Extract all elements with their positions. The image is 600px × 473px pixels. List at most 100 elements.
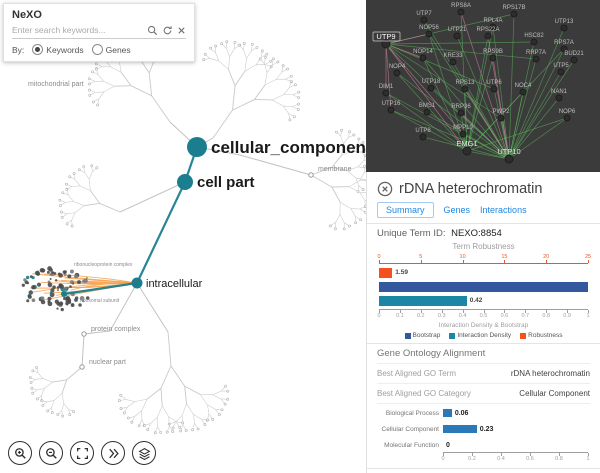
tab-interactions[interactable]: Interactions: [480, 205, 527, 215]
ontology-tree-canvas[interactable]: mitochondrial part membrane protein comple…: [0, 0, 366, 473]
gene-node[interactable]: [382, 89, 390, 97]
tree-term-label[interactable]: ribosomal subunit: [80, 298, 120, 304]
gene-node[interactable]: [560, 24, 568, 32]
radio-genes[interactable]: Genes: [91, 44, 131, 55]
gene-label[interactable]: PWP2: [492, 109, 510, 115]
gene-node[interactable]: [420, 16, 428, 24]
gene-node[interactable]: [490, 85, 498, 93]
table-row: Best Aligned GO Term rDNA heterochromati…: [377, 364, 590, 384]
radio-genes-dot[interactable]: [91, 44, 103, 55]
gene-node[interactable]: [423, 108, 431, 116]
gene-label[interactable]: RRP7A: [526, 50, 546, 56]
gene-node[interactable]: [489, 23, 497, 31]
gene-label[interactable]: UTP5: [553, 63, 569, 69]
gene-node[interactable]: [459, 130, 467, 138]
tree-term-label[interactable]: protein complex: [91, 326, 141, 333]
clear-icon[interactable]: [177, 26, 186, 35]
gene-node[interactable]: [570, 56, 578, 64]
gene-label[interactable]: HSC82: [524, 33, 544, 39]
gene-label[interactable]: MPP10: [453, 125, 473, 131]
gene-node[interactable]: [497, 114, 505, 122]
gene-label[interactable]: UTP21: [448, 27, 467, 33]
gene-node[interactable]: [462, 146, 472, 156]
gene-node[interactable]: [427, 84, 435, 92]
gene-label[interactable]: NOP56: [419, 25, 439, 31]
gene-label[interactable]: UTP9: [376, 32, 395, 41]
gene-label[interactable]: RPS17B: [502, 5, 525, 11]
reset-icon[interactable]: [162, 25, 173, 36]
search-icon[interactable]: [147, 25, 158, 36]
fit-to-screen-button[interactable]: [70, 441, 94, 465]
gene-label[interactable]: NOP6: [559, 109, 576, 115]
layers-button[interactable]: [132, 441, 156, 465]
tree-term-label[interactable]: mitochondrial part: [28, 81, 84, 88]
gene-label[interactable]: RPS22A: [476, 27, 499, 33]
gene-label[interactable]: NOP14: [413, 49, 433, 55]
gene-node[interactable]: [557, 68, 565, 76]
gene-node[interactable]: [449, 58, 457, 66]
gene-label[interactable]: RPS13: [455, 80, 475, 86]
gene-label[interactable]: NAN1: [551, 89, 568, 95]
close-icon[interactable]: [377, 181, 393, 197]
gene-label[interactable]: RPS7A: [554, 40, 574, 46]
tree-term-node[interactable]: [131, 277, 143, 289]
gene-node[interactable]: [489, 54, 497, 62]
gene-label[interactable]: NOP4: [389, 64, 406, 70]
tab-summary[interactable]: Summary: [377, 202, 434, 218]
gene-node[interactable]: [425, 30, 433, 38]
robustness-bar: [379, 267, 393, 278]
tree-term-label[interactable]: nuclear part: [89, 359, 126, 366]
gene-label[interactable]: EMG1: [456, 139, 477, 148]
gene-label[interactable]: UTP8: [415, 128, 431, 134]
gene-node[interactable]: [457, 8, 465, 16]
tree-term-label[interactable]: cell part: [197, 174, 255, 191]
tree-term-node[interactable]: [177, 174, 193, 190]
gene-label[interactable]: UTP18: [422, 79, 441, 85]
gene-node[interactable]: [419, 54, 427, 62]
gene-node[interactable]: [484, 32, 492, 40]
tree-term-label[interactable]: ribonucleoprotein complex: [74, 262, 133, 268]
gene-label[interactable]: UTP6: [486, 80, 502, 86]
gene-node[interactable]: [504, 154, 514, 164]
gene-node[interactable]: [393, 69, 401, 77]
gene-label[interactable]: UTP16: [382, 101, 401, 107]
gene-label[interactable]: UTP7: [416, 11, 432, 17]
gene-label[interactable]: RPS8A: [451, 3, 471, 9]
tree-term-label[interactable]: cellular_component: [211, 138, 366, 157]
gene-node[interactable]: [555, 94, 563, 102]
gene-label[interactable]: RPS9B: [483, 49, 503, 55]
gene-label[interactable]: UTP13: [555, 19, 574, 25]
tree-term-node[interactable]: [187, 137, 207, 157]
gene-node[interactable]: [381, 39, 391, 49]
search-input[interactable]: [12, 24, 143, 36]
gene-label[interactable]: NOC4: [515, 83, 532, 89]
tree-term-label[interactable]: intracellular: [146, 278, 203, 290]
gene-node[interactable]: [457, 109, 465, 117]
gene-label[interactable]: DIM1: [379, 84, 394, 90]
gene-node[interactable]: [530, 38, 538, 46]
gene-label[interactable]: RRP36: [451, 104, 471, 110]
gene-node[interactable]: [419, 133, 427, 141]
gene-label[interactable]: RPL4A: [483, 18, 502, 24]
gene-node[interactable]: [560, 45, 568, 53]
radio-keywords[interactable]: Keywords: [32, 44, 84, 55]
collapse-all-button[interactable]: [101, 441, 125, 465]
gene-node[interactable]: [519, 88, 527, 96]
gene-node[interactable]: [532, 55, 540, 63]
gene-node[interactable]: [387, 106, 395, 114]
zoom-out-button[interactable]: [39, 441, 63, 465]
gene-label[interactable]: BUD21: [564, 51, 584, 57]
zoom-in-button[interactable]: [8, 441, 32, 465]
gene-label[interactable]: UTP10: [497, 147, 520, 156]
gene-node[interactable]: [453, 32, 461, 40]
gene-label[interactable]: BMS1: [419, 103, 436, 109]
tree-term-label[interactable]: membrane: [318, 166, 352, 173]
gene-node[interactable]: [461, 85, 469, 93]
gene-label[interactable]: KRE33: [443, 53, 463, 59]
gene-node[interactable]: [563, 114, 571, 122]
tab-genes[interactable]: Genes: [443, 205, 471, 215]
gene-node[interactable]: [510, 10, 518, 18]
radio-keywords-dot[interactable]: [32, 44, 44, 55]
